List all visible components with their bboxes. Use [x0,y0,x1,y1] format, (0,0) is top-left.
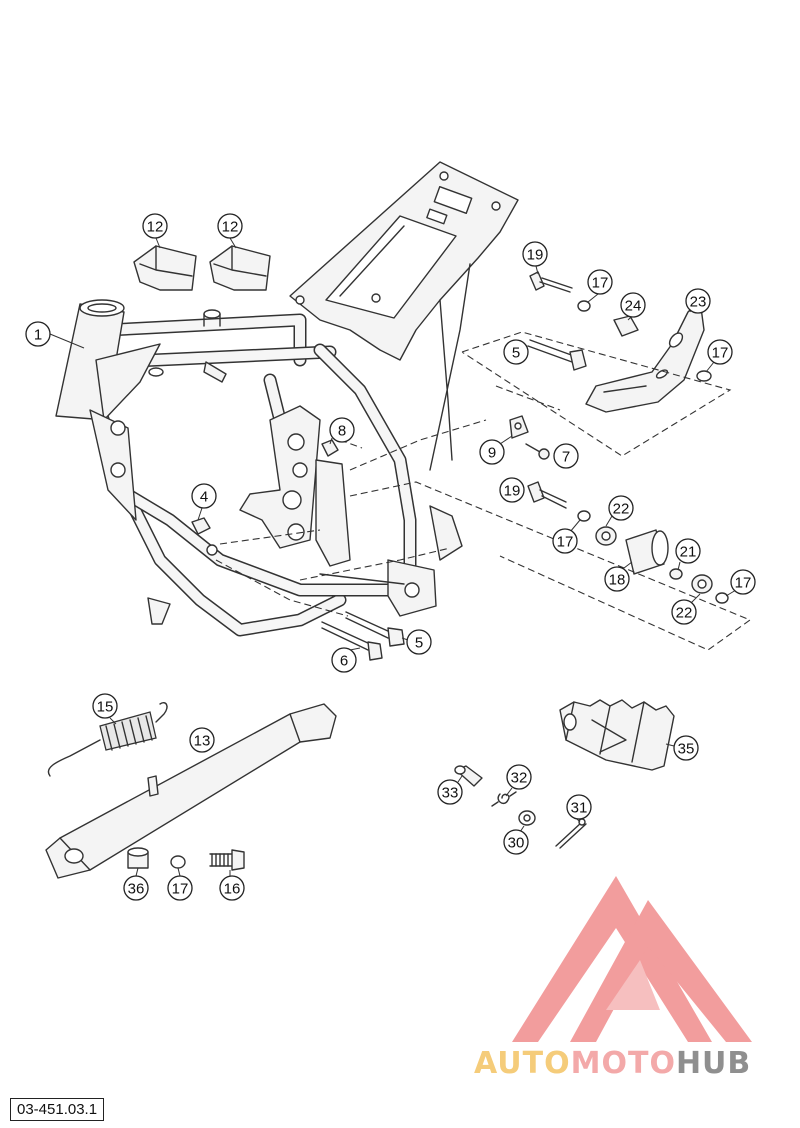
callout-31: 31 [566,794,592,823]
svg-text:16: 16 [224,881,241,898]
svg-text:36: 36 [128,881,145,898]
callout-9: 9 [479,435,513,465]
callout-36: 36 [123,867,149,901]
callout-22-upper: 22 [605,495,634,527]
svg-text:32: 32 [511,770,528,787]
svg-text:9: 9 [488,445,496,462]
diagram-reference-code: 03-451.03.1 [10,1098,105,1121]
small-hardware [191,415,550,556]
callout-7: 7 [553,443,579,469]
callout-17-upper: 17 [587,269,613,303]
callout-22-lower: 22 [671,593,701,625]
callout-4: 4 [191,483,217,521]
logo-text-hub: HUB [675,1046,752,1081]
lower-bolts [321,611,405,661]
brake-pedal [585,299,705,413]
pad-right [209,245,271,291]
svg-text:8: 8 [338,423,346,440]
svg-text:17: 17 [172,881,189,898]
svg-text:33: 33 [442,785,459,802]
svg-text:15: 15 [97,699,114,716]
footrest-mount-hardware [527,481,729,604]
svg-text:23: 23 [690,294,707,311]
svg-text:12: 12 [222,219,239,236]
svg-text:22: 22 [613,501,630,518]
svg-text:17: 17 [712,345,729,362]
svg-text:5: 5 [415,635,423,652]
logo-text-moto: MOTO [570,1046,676,1081]
callout-18: 18 [604,561,633,592]
callout-5-upper: 5 [503,339,529,365]
callout-1: 1 [25,321,85,349]
svg-text:12: 12 [147,219,164,236]
callout-17-upper-right: 17 [705,339,733,373]
side-stand [45,703,337,879]
footrest-hardware [454,765,587,849]
pad-left [133,245,197,291]
callout-17-side-stand: 17 [167,867,193,901]
side-stand-hardware [127,847,245,871]
side-stand-spring [47,702,168,777]
callout-19-upper: 19 [522,241,548,275]
callout-19-lower: 19 [499,477,525,503]
callout-15: 15 [92,693,118,725]
svg-text:13: 13 [194,733,211,750]
watermark-logo-mark [512,876,752,1042]
callout-17-middle: 17 [552,519,581,554]
svg-text:22: 22 [676,605,693,622]
svg-text:1: 1 [34,327,42,344]
svg-text:24: 24 [625,298,642,315]
svg-text:19: 19 [527,247,544,264]
callout-12-right: 12 [217,213,243,249]
frame-assembly [55,161,519,637]
callout-32: 32 [505,764,532,797]
callout-24: 24 [620,292,646,321]
callout-8: 8 [329,417,355,445]
callout-33: 33 [437,775,463,805]
callout-16: 16 [219,870,245,901]
callout-6: 6 [331,647,361,673]
footrest [559,699,675,771]
watermark-logo-text: AUTOMOTOHUB [474,1046,751,1081]
svg-text:19: 19 [504,483,521,500]
svg-text:6: 6 [340,653,348,670]
svg-text:17: 17 [557,534,574,551]
svg-text:30: 30 [508,835,525,852]
svg-text:17: 17 [592,275,609,292]
svg-text:4: 4 [200,489,208,506]
svg-text:31: 31 [571,800,588,817]
callout-23: 23 [685,288,711,314]
callout-5-lower: 5 [401,629,432,655]
svg-text:5: 5 [512,345,520,362]
svg-text:7: 7 [562,449,570,466]
logo-text-auto: AUTO [474,1046,571,1081]
svg-text:18: 18 [609,572,626,589]
callout-17-lower-right: 17 [725,569,756,597]
assembly-lines [215,331,752,651]
bolt-group-upper [527,271,712,382]
callout-30: 30 [503,825,529,855]
svg-text:17: 17 [735,575,752,592]
svg-text:35: 35 [678,741,695,758]
svg-text:21: 21 [680,544,697,561]
callout-35: 35 [665,735,699,761]
callout-13: 13 [189,727,215,753]
callout-21: 21 [675,538,701,571]
callout-12-left: 12 [142,213,168,249]
